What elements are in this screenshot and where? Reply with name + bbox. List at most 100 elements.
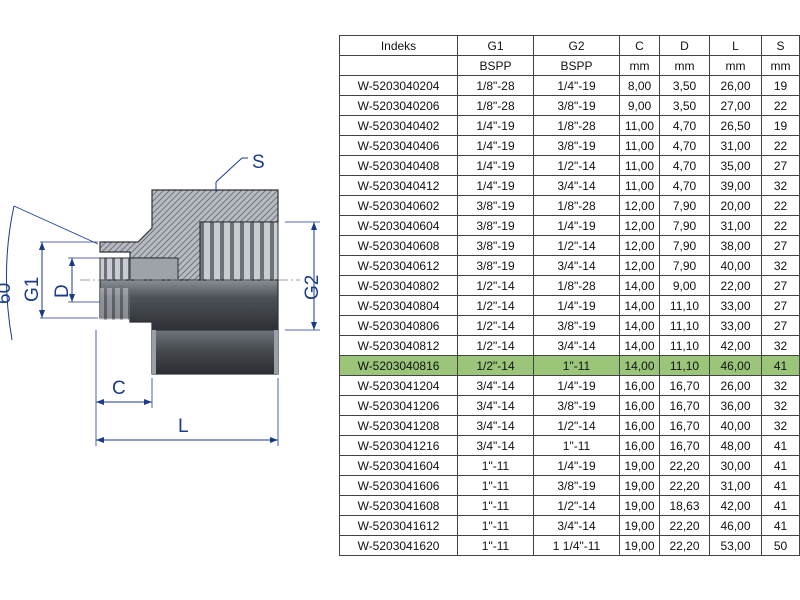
cell-d: 22,20 (659, 535, 710, 556)
cell-c: 12,00 (619, 215, 660, 236)
cell-indeks: W-5203040608 (339, 235, 458, 256)
cell-l: 31,00 (709, 475, 762, 496)
label-d: D (52, 284, 73, 298)
cell-l: 46,00 (709, 515, 762, 536)
cell-c: 19,00 (619, 475, 660, 496)
cell-indeks: W-5203041606 (339, 475, 458, 496)
cell-g2: 1/2"-14 (533, 495, 620, 516)
cell-d: 3,50 (659, 75, 710, 96)
cell-g2: 3/8"-19 (533, 395, 620, 416)
cell-c: 11,00 (619, 135, 660, 156)
header-indeks: Indeks (339, 35, 458, 56)
header-s: S (761, 35, 800, 56)
unit-g1: BSPP (457, 55, 534, 76)
cell-s: 41 (761, 435, 800, 456)
cell-indeks: W-5203040806 (339, 315, 458, 336)
cell-d: 4,70 (659, 115, 710, 136)
cell-s: 32 (761, 175, 800, 196)
cell-g2: 1/8"-28 (533, 275, 620, 296)
cell-s: 22 (761, 215, 800, 236)
cell-s: 50 (761, 535, 800, 556)
cell-g1: 1/8"-28 (457, 95, 534, 116)
cell-g1: 1"-11 (457, 495, 534, 516)
label-l: L (178, 416, 189, 437)
cell-g1: 1/2"-14 (457, 315, 534, 336)
cell-g1: 3/8"-19 (457, 255, 534, 276)
cell-g2: 1 1/4"-11 (533, 535, 620, 556)
cell-g2: 3/4"-14 (533, 335, 620, 356)
cell-c: 11,00 (619, 155, 660, 176)
header-g2: G2 (533, 35, 620, 56)
cell-g1: 1"-11 (457, 535, 534, 556)
label-g2: G2 (302, 275, 323, 300)
cell-s: 27 (761, 235, 800, 256)
cell-d: 7,90 (659, 255, 710, 276)
cell-l: 53,00 (709, 535, 762, 556)
cell-c: 14,00 (619, 355, 660, 376)
label-g1: G1 (22, 277, 43, 302)
cell-g1: 3/8"-19 (457, 195, 534, 216)
cell-d: 7,90 (659, 235, 710, 256)
cell-g2: 3/8"-19 (533, 135, 620, 156)
cell-d: 16,70 (659, 435, 710, 456)
unit-g2: BSPP (533, 55, 620, 76)
cell-s: 22 (761, 135, 800, 156)
cell-d: 11,10 (659, 335, 710, 356)
cell-c: 19,00 (619, 515, 660, 536)
cell-s: 22 (761, 195, 800, 216)
cell-d: 11,10 (659, 355, 710, 376)
cell-c: 12,00 (619, 255, 660, 276)
cell-g1: 3/4"-14 (457, 395, 534, 416)
cell-d: 4,70 (659, 175, 710, 196)
cell-l: 38,00 (709, 235, 762, 256)
table-header-row: Indeks G1 G2 C D L S (339, 35, 800, 56)
bore-channel (129, 257, 179, 281)
cell-c: 8,00 (619, 75, 660, 96)
cell-s: 41 (761, 475, 800, 496)
cell-indeks: W-5203040812 (339, 335, 458, 356)
cell-g2: 1/8"-28 (533, 115, 620, 136)
unit-c: mm (619, 55, 660, 76)
cell-g2: 3/8"-19 (533, 95, 620, 116)
cell-s: 19 (761, 75, 800, 96)
cell-g1: 1/2"-14 (457, 275, 534, 296)
cell-indeks: W-5203040816 (339, 355, 458, 376)
cell-g2: 1/4"-19 (533, 215, 620, 236)
cell-g2: 3/4"-14 (533, 255, 620, 276)
cell-l: 31,00 (709, 135, 762, 156)
external-thread-g1 (99, 257, 131, 281)
cell-d: 4,70 (659, 135, 710, 156)
cell-s: 41 (761, 495, 800, 516)
cell-s: 32 (761, 335, 800, 356)
cell-g1: 3/4"-14 (457, 435, 534, 456)
cell-d: 16,70 (659, 375, 710, 396)
internal-thread-g2 (199, 221, 279, 281)
fitting-technical-drawing: S G2 G1 D 60 C L (0, 152, 323, 446)
cell-d: 3,50 (659, 95, 710, 116)
cell-indeks: W-5203041204 (339, 375, 458, 396)
cell-indeks: W-5203041206 (339, 395, 458, 416)
cell-indeks: W-5203040612 (339, 255, 458, 276)
cell-d: 9,00 (659, 275, 710, 296)
cell-l: 33,00 (709, 295, 762, 316)
cell-g1: 3/4"-14 (457, 415, 534, 436)
cell-c: 11,00 (619, 175, 660, 196)
cell-g2: 3/8"-19 (533, 315, 620, 336)
spec-table: Indeks G1 G2 C D L S BSPP BSPP mm mm mm … (339, 35, 800, 556)
cell-c: 16,00 (619, 435, 660, 456)
unit-indeks (339, 55, 458, 76)
cell-l: 26,00 (709, 375, 762, 396)
cell-d: 11,10 (659, 295, 710, 316)
cell-s: 27 (761, 275, 800, 296)
cell-indeks: W-5203041608 (339, 495, 458, 516)
table-units-row: BSPP BSPP mm mm mm mm (339, 55, 800, 76)
